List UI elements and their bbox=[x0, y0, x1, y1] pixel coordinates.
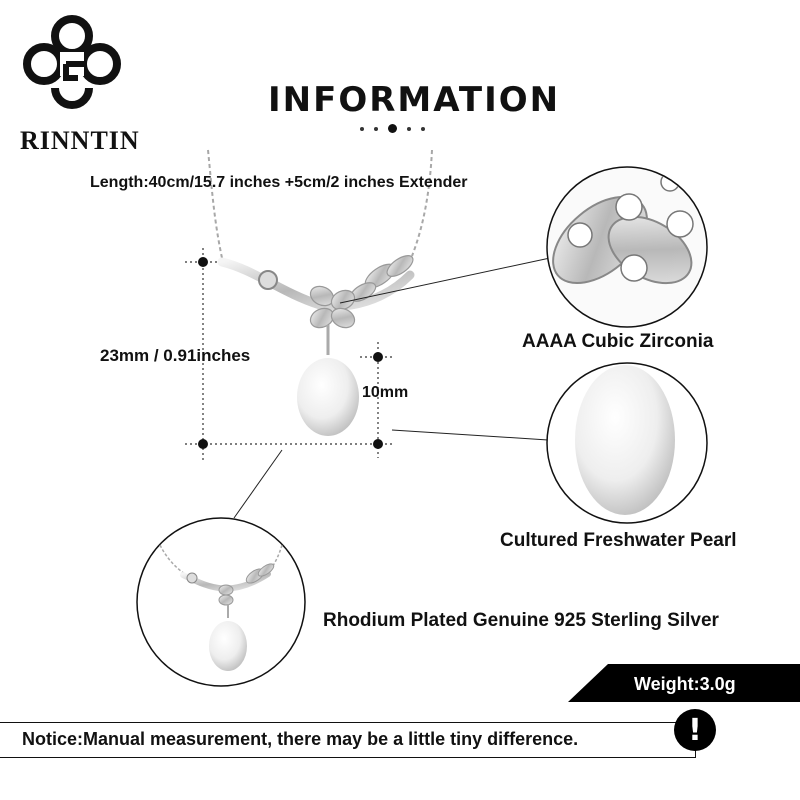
pearl-size-label: 10mm bbox=[362, 384, 409, 401]
brand-name: RINNTIN bbox=[20, 126, 140, 155]
leader-lines bbox=[233, 257, 551, 519]
weight-banner bbox=[568, 664, 800, 702]
clover-logo-icon bbox=[23, 15, 121, 109]
zirconia-label: AAAA Cubic Zirconia bbox=[522, 331, 714, 352]
pager-dot bbox=[374, 126, 378, 131]
measure-points bbox=[198, 257, 383, 449]
pager-dot-active bbox=[388, 124, 397, 133]
page-title: INFORMATION bbox=[268, 80, 561, 120]
pendant-height-label: 23mm / 0.91inches bbox=[100, 346, 251, 365]
weight-label: Weight:3.0g bbox=[634, 674, 736, 694]
pager-dot bbox=[360, 126, 364, 131]
pendant-zoom bbox=[136, 517, 306, 687]
length-label: Length:40cm/15.7 inches +5cm/2 inches Ex… bbox=[90, 174, 468, 191]
branch-pendant bbox=[217, 255, 415, 436]
pearl-label: Cultured Freshwater Pearl bbox=[500, 530, 737, 551]
exclamation-icon: ! bbox=[674, 709, 716, 751]
measure-lines bbox=[185, 248, 395, 462]
pager-dot bbox=[407, 126, 411, 131]
chain bbox=[207, 149, 433, 259]
notice-text: Notice:Manual measurement, there may be … bbox=[22, 729, 579, 749]
notice-bar bbox=[0, 722, 696, 758]
pearl-zoom bbox=[546, 362, 708, 524]
pager-dot bbox=[421, 126, 425, 131]
zirconia-zoom bbox=[546, 166, 708, 328]
pager-dots bbox=[360, 124, 425, 133]
silver-label: Rhodium Plated Genuine 925 Sterling Silv… bbox=[323, 610, 719, 631]
